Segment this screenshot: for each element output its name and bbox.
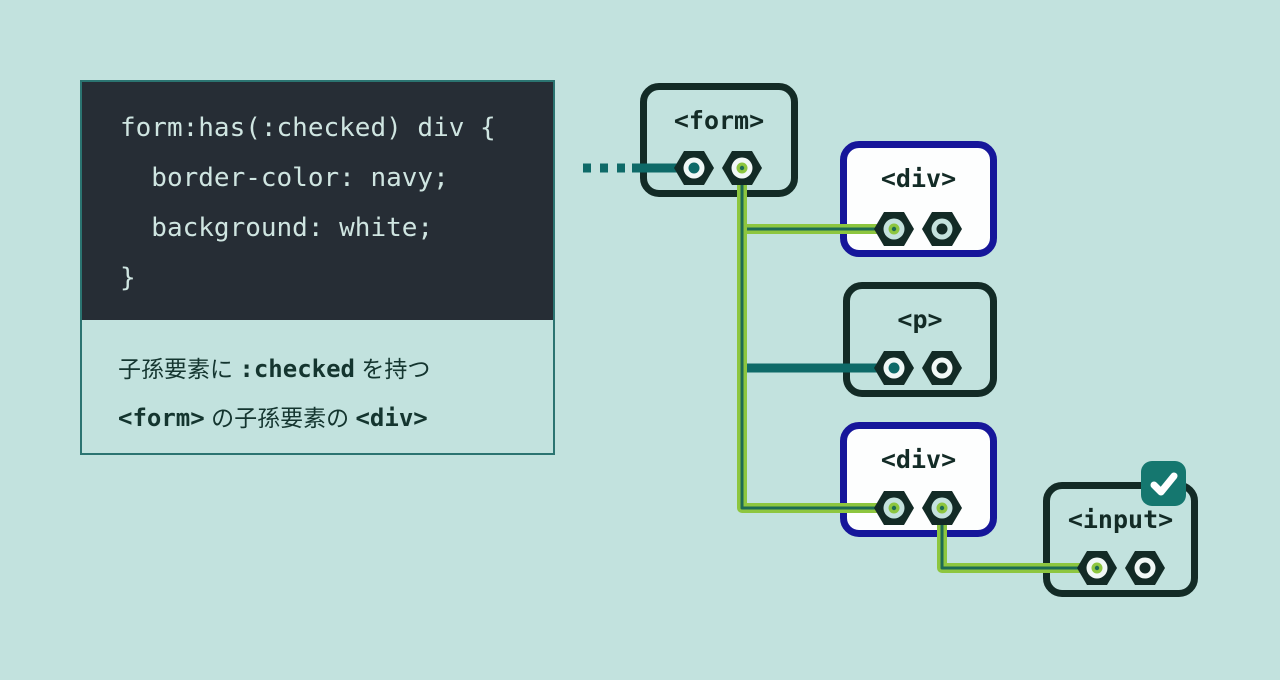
code-line: form:has(:checked) div { <box>120 113 496 143</box>
node-label: <div> <box>880 164 957 193</box>
caption-text: の子孫要素の <box>204 405 356 431</box>
caption-code-checked: :checked <box>239 355 355 383</box>
code-line: border-color: navy; <box>120 163 449 193</box>
caption-code-div: <div> <box>355 404 428 432</box>
node-label: <p> <box>897 305 943 334</box>
node-p: <p> <box>843 282 997 397</box>
node-div-1: <div> <box>840 141 997 257</box>
selector-panel: form:has(:checked) div { border-color: n… <box>80 80 555 455</box>
caption-text: を持つ <box>354 356 431 382</box>
caption: 子孫要素に :checked を持つ <form> の子孫要素の <div> <box>82 320 553 443</box>
caption-code-form: <form> <box>118 404 205 432</box>
node-label: <div> <box>880 445 957 474</box>
code-block: form:has(:checked) div { border-color: n… <box>82 82 553 320</box>
check-icon <box>1150 472 1177 495</box>
node-div-2: <div> <box>840 422 997 537</box>
caption-line-1: 子孫要素に :checked を持つ <box>118 345 543 394</box>
caption-text: 子孫要素に <box>118 356 240 382</box>
checked-badge <box>1141 461 1186 506</box>
code-line: } <box>120 263 136 293</box>
node-form: <form> <box>640 83 798 197</box>
node-label: <input> <box>1067 505 1174 534</box>
code-line: background: white; <box>120 213 434 243</box>
node-label: <form> <box>673 106 765 135</box>
caption-line-2: <form> の子孫要素の <div> <box>118 394 543 443</box>
